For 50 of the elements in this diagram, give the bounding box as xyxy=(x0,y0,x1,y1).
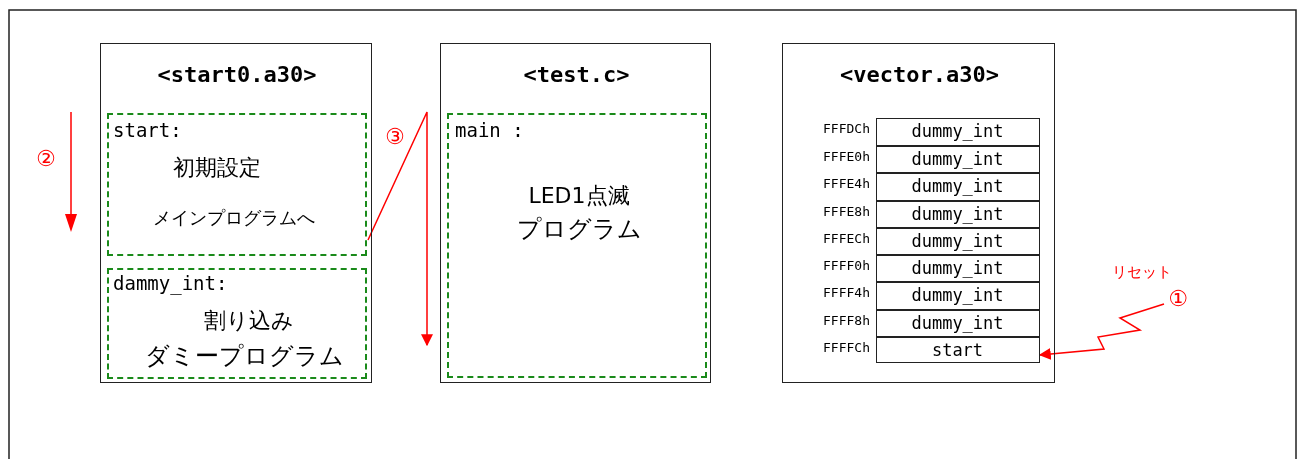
step-number: ① xyxy=(1167,286,1189,313)
vector-cell xyxy=(876,201,1040,228)
file-box xyxy=(782,43,1055,383)
section-text: LED1点滅 xyxy=(527,183,631,210)
code-section-box xyxy=(107,268,367,379)
annotation-text: リセット xyxy=(1112,263,1172,281)
code-section-box xyxy=(107,113,367,256)
cell-text: dummy_int xyxy=(910,231,1005,252)
vector-cell xyxy=(876,173,1040,201)
label-name: start: xyxy=(113,119,182,142)
vector-cell xyxy=(876,146,1040,173)
file-box xyxy=(440,43,711,383)
address-label: FFFF4h xyxy=(822,285,870,301)
section-text: メインプログラムへ xyxy=(152,207,316,229)
address-label: FFFECh xyxy=(822,231,870,247)
cell-text: dummy_int xyxy=(910,204,1005,225)
vector-cell xyxy=(876,118,1040,146)
address-label: FFFFCh xyxy=(822,340,870,356)
step-number: ② xyxy=(36,146,56,173)
arrow xyxy=(1038,303,1165,360)
address-label: FFFE0h xyxy=(822,149,870,165)
vector-cell xyxy=(876,337,1040,363)
section-text: 割り込み xyxy=(203,308,295,335)
cell-text: dummy_int xyxy=(910,121,1005,142)
label-name: main : xyxy=(455,119,524,142)
label-name: dammy_int: xyxy=(113,272,228,295)
vector-cell xyxy=(876,282,1040,310)
address-label: FFFE4h xyxy=(822,176,870,192)
code-section-box xyxy=(447,113,707,378)
cell-text: dummy_int xyxy=(910,149,1005,170)
section-text: 初期設定 xyxy=(171,155,262,182)
cell-text: dummy_int xyxy=(910,285,1005,306)
arrow xyxy=(367,111,433,347)
address-label: FFFF8h xyxy=(822,313,870,329)
cell-text: dummy_int xyxy=(910,258,1005,279)
vector-cell xyxy=(876,228,1040,255)
file-box xyxy=(100,43,372,383)
vector-cell xyxy=(876,310,1040,337)
file-title: <start0.a30> xyxy=(156,62,318,89)
address-label: FFFE8h xyxy=(822,204,870,220)
section-text: プログラム xyxy=(515,215,643,244)
address-label: FFFDCh xyxy=(822,121,870,137)
section-text: ダミープログラム xyxy=(143,342,345,371)
cell-text: dummy_int xyxy=(910,313,1005,334)
file-title: <test.c> xyxy=(522,62,631,89)
vector-cell xyxy=(876,255,1040,282)
file-title: <vector.a30> xyxy=(839,62,1000,89)
cell-text: dummy_int xyxy=(910,176,1005,197)
cell-text: start xyxy=(930,340,985,361)
address-label: FFFF0h xyxy=(822,258,870,274)
